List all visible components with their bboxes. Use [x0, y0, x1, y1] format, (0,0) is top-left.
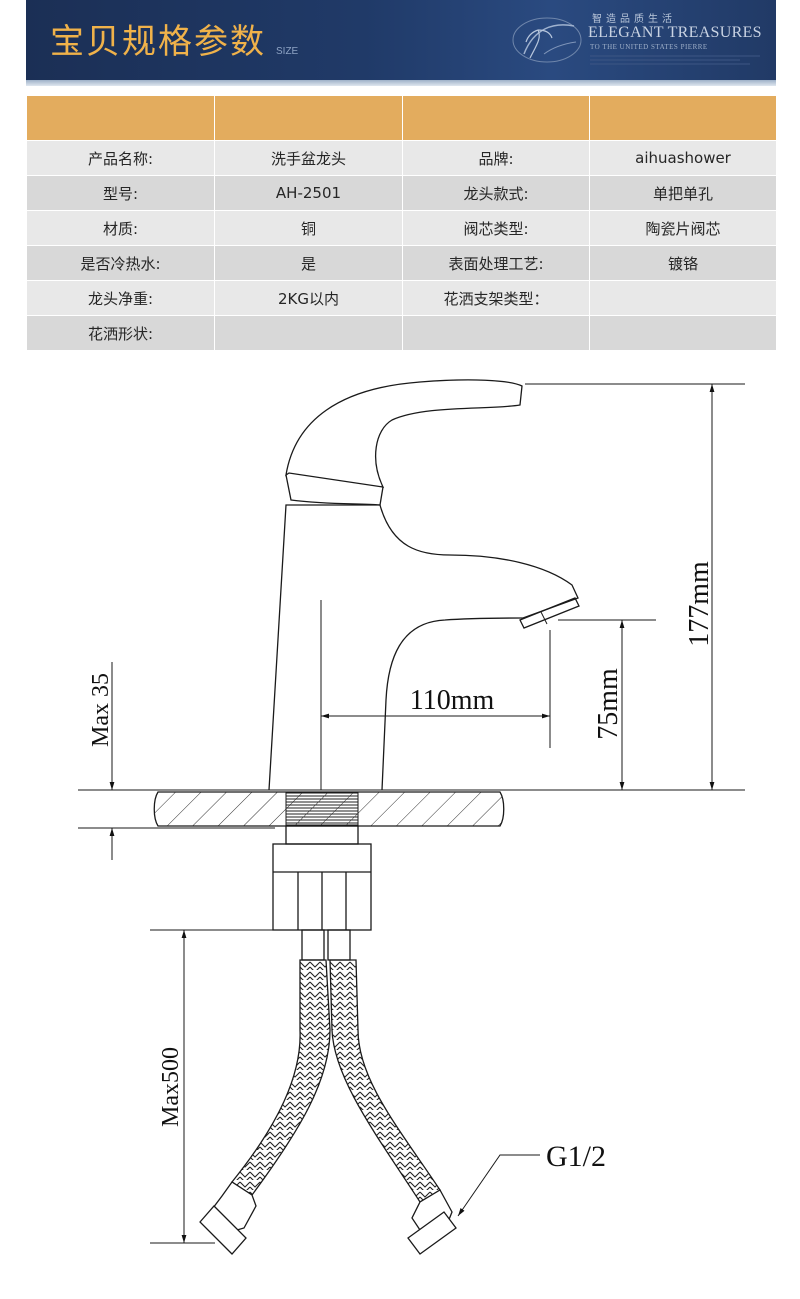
spec-value	[589, 315, 777, 351]
page-title: 宝贝规格参数	[50, 22, 266, 62]
spec-value	[589, 280, 777, 316]
faucet-body-outline	[268, 504, 579, 791]
dimension-max-deck-label: Max 35	[88, 673, 114, 747]
table-row: 是否冷热水: 是 表面处理工艺: 镀铬	[26, 245, 777, 281]
brand-slogan-en: ELEGANT TREASURES	[588, 24, 762, 41]
counter-deck	[78, 789, 745, 829]
spec-value: 单把单孔	[589, 175, 777, 211]
spec-value: 洗手盆龙头	[214, 140, 403, 176]
spec-value: AH-2501	[214, 175, 403, 211]
faucet-handle-outline	[285, 379, 523, 488]
spec-label	[402, 315, 590, 351]
banner-underline	[26, 80, 776, 86]
spec-label: 阀芯类型:	[402, 210, 590, 246]
connector-thread-label: G1/2	[546, 1140, 606, 1173]
mounting-nut	[272, 825, 372, 961]
spec-label: 龙头净重:	[26, 280, 215, 316]
table-header-cell	[214, 95, 403, 141]
faucet-dimension-drawing: 177mm 75mm 110mm Max 35 Max500 G1/2	[78, 379, 745, 1255]
table-header-cell	[402, 95, 590, 141]
spec-value: 陶瓷片阀芯	[589, 210, 777, 246]
brand-tagline: TO THE UNITED STATES PIERRE	[590, 43, 708, 51]
spec-label: 品牌:	[402, 140, 590, 176]
table-header-row	[26, 95, 777, 141]
spec-label: 型号:	[26, 175, 215, 211]
spec-value	[214, 315, 403, 351]
spec-label: 花洒支架类型：	[402, 280, 590, 316]
table-header-cell	[589, 95, 777, 141]
page-subtitle: SIZE	[276, 46, 299, 57]
spec-value: 2KG以内	[214, 280, 403, 316]
faucet-aerator	[519, 597, 580, 629]
table-header-cell	[26, 95, 215, 141]
decorative-lines	[590, 55, 760, 65]
dimension-spout-height-label: 75mm	[593, 668, 624, 740]
braided-hoses	[199, 959, 457, 1255]
spec-table: 产品名称: 洗手盆龙头 品牌: aihuashower 型号: AH-2501 …	[26, 95, 777, 351]
table-row: 型号: AH-2501 龙头款式: 单把单孔	[26, 175, 777, 211]
dimension-height-label: 177mm	[684, 561, 715, 647]
spec-label: 产品名称:	[26, 140, 215, 176]
table-row: 材质: 铜 阀芯类型: 陶瓷片阀芯	[26, 210, 777, 246]
dimension-hose-label: Max500	[158, 1047, 184, 1127]
spec-label: 花洒形状:	[26, 315, 215, 351]
brand-logo-icon	[512, 17, 582, 63]
table-row: 花洒形状:	[26, 315, 777, 351]
spec-label: 是否冷热水:	[26, 245, 215, 281]
spec-value: 镀铬	[589, 245, 777, 281]
spec-label: 材质:	[26, 210, 215, 246]
brand-slogan-cn: 智造品质生活	[592, 14, 676, 25]
table-row: 产品名称: 洗手盆龙头 品牌: aihuashower	[26, 140, 777, 176]
spec-label: 龙头款式:	[402, 175, 590, 211]
spec-value: 铜	[214, 210, 403, 246]
dimension-reach-label: 110mm	[410, 685, 495, 716]
header-banner: 宝贝规格参数 SIZE 智造品质生活 ELEGANT TREASURES TO …	[26, 0, 776, 80]
spec-value: 是	[214, 245, 403, 281]
table-row: 龙头净重: 2KG以内 花洒支架类型：	[26, 280, 777, 316]
spec-label: 表面处理工艺:	[402, 245, 590, 281]
spec-value: aihuashower	[589, 140, 777, 176]
